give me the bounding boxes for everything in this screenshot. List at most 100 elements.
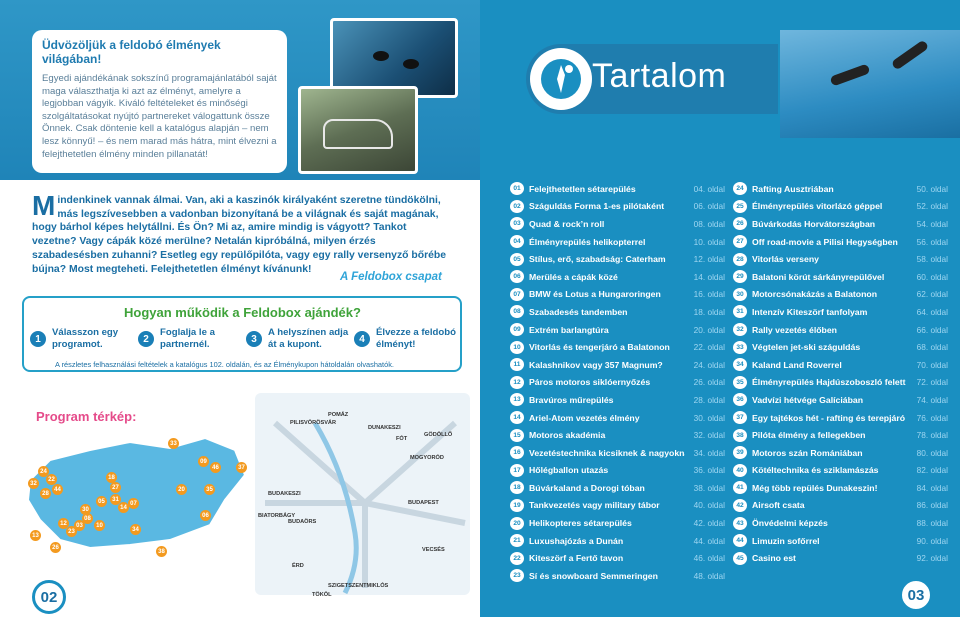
map-marker[interactable]: 31 (110, 494, 121, 505)
diver-shape (403, 59, 419, 69)
map-marker[interactable]: 10 (94, 520, 105, 531)
toc-number: 04 (510, 235, 524, 249)
map-marker[interactable]: 22 (46, 474, 57, 485)
toc-number: 24 (733, 182, 747, 196)
city-label: MOGYORÓD (410, 455, 444, 461)
toc-page: 56. oldal (916, 236, 948, 247)
map-marker[interactable]: 08 (82, 513, 93, 524)
map-marker[interactable]: 35 (204, 484, 215, 495)
toc-title: Felejthetetlen sétarepülés (529, 183, 636, 194)
map-marker[interactable]: 26 (50, 542, 61, 553)
toc-title: Páros motoros siklóernyőzés (529, 377, 651, 388)
map-marker[interactable]: 12 (58, 518, 69, 529)
toc-page: 32. oldal (693, 430, 725, 441)
toc-title: Vitorlás verseny (752, 254, 819, 265)
map-marker[interactable]: 05 (96, 496, 107, 507)
map-marker[interactable]: 27 (110, 482, 121, 493)
city-label: TÖKÖL (312, 592, 332, 598)
map-marker[interactable]: 38 (156, 546, 167, 557)
toc-page: 08. oldal (693, 218, 725, 229)
toc-number: 26 (733, 217, 747, 231)
map-marker[interactable]: 23 (66, 526, 77, 537)
map-marker[interactable]: 24 (38, 466, 49, 477)
map-marker[interactable]: 09 (198, 456, 209, 467)
toc-title: Airsoft csata (752, 500, 805, 511)
toc-number: 06 (510, 270, 524, 284)
map-marker[interactable]: 13 (30, 530, 41, 541)
map-marker[interactable]: 14 (118, 502, 129, 513)
page-number: 02 (32, 580, 66, 614)
left-page: Üdvözöljük a feldobó élmények világában!… (0, 0, 480, 614)
map-marker[interactable]: 30 (80, 504, 91, 515)
map-marker[interactable]: 34 (130, 524, 141, 535)
map-marker[interactable]: 06 (200, 510, 211, 521)
map-marker[interactable]: 37 (236, 462, 247, 473)
map-marker[interactable]: 28 (40, 488, 51, 499)
map-marker[interactable]: 46 (210, 462, 221, 473)
toc-number: 20 (510, 516, 524, 530)
toc-title: Stílus, erő, szabadság: Caterham (529, 254, 666, 265)
map-marker[interactable]: 20 (176, 484, 187, 495)
toc-title: Merülés a cápák közé (529, 271, 618, 282)
city-label: POMÁZ (328, 412, 349, 418)
toc-title: Sí és snowboard Semmeringen (529, 570, 658, 581)
map-marker[interactable]: 03 (74, 520, 85, 531)
map-marker[interactable]: 33 (168, 438, 179, 449)
toc-number: 33 (733, 340, 747, 354)
map-marker[interactable]: 44 (52, 484, 63, 495)
map-marker[interactable]: 32 (28, 478, 39, 489)
intro-text: Egyedi ajándékának sokszínű programajánl… (42, 73, 277, 160)
map-marker[interactable]: 18 (106, 472, 117, 483)
toc-number: 43 (733, 516, 747, 530)
toc-page: 24. oldal (693, 359, 725, 370)
map-marker[interactable]: 07 (128, 498, 139, 509)
toc-title: Vitorlás és tengerjáró a Balatonon (529, 342, 670, 353)
